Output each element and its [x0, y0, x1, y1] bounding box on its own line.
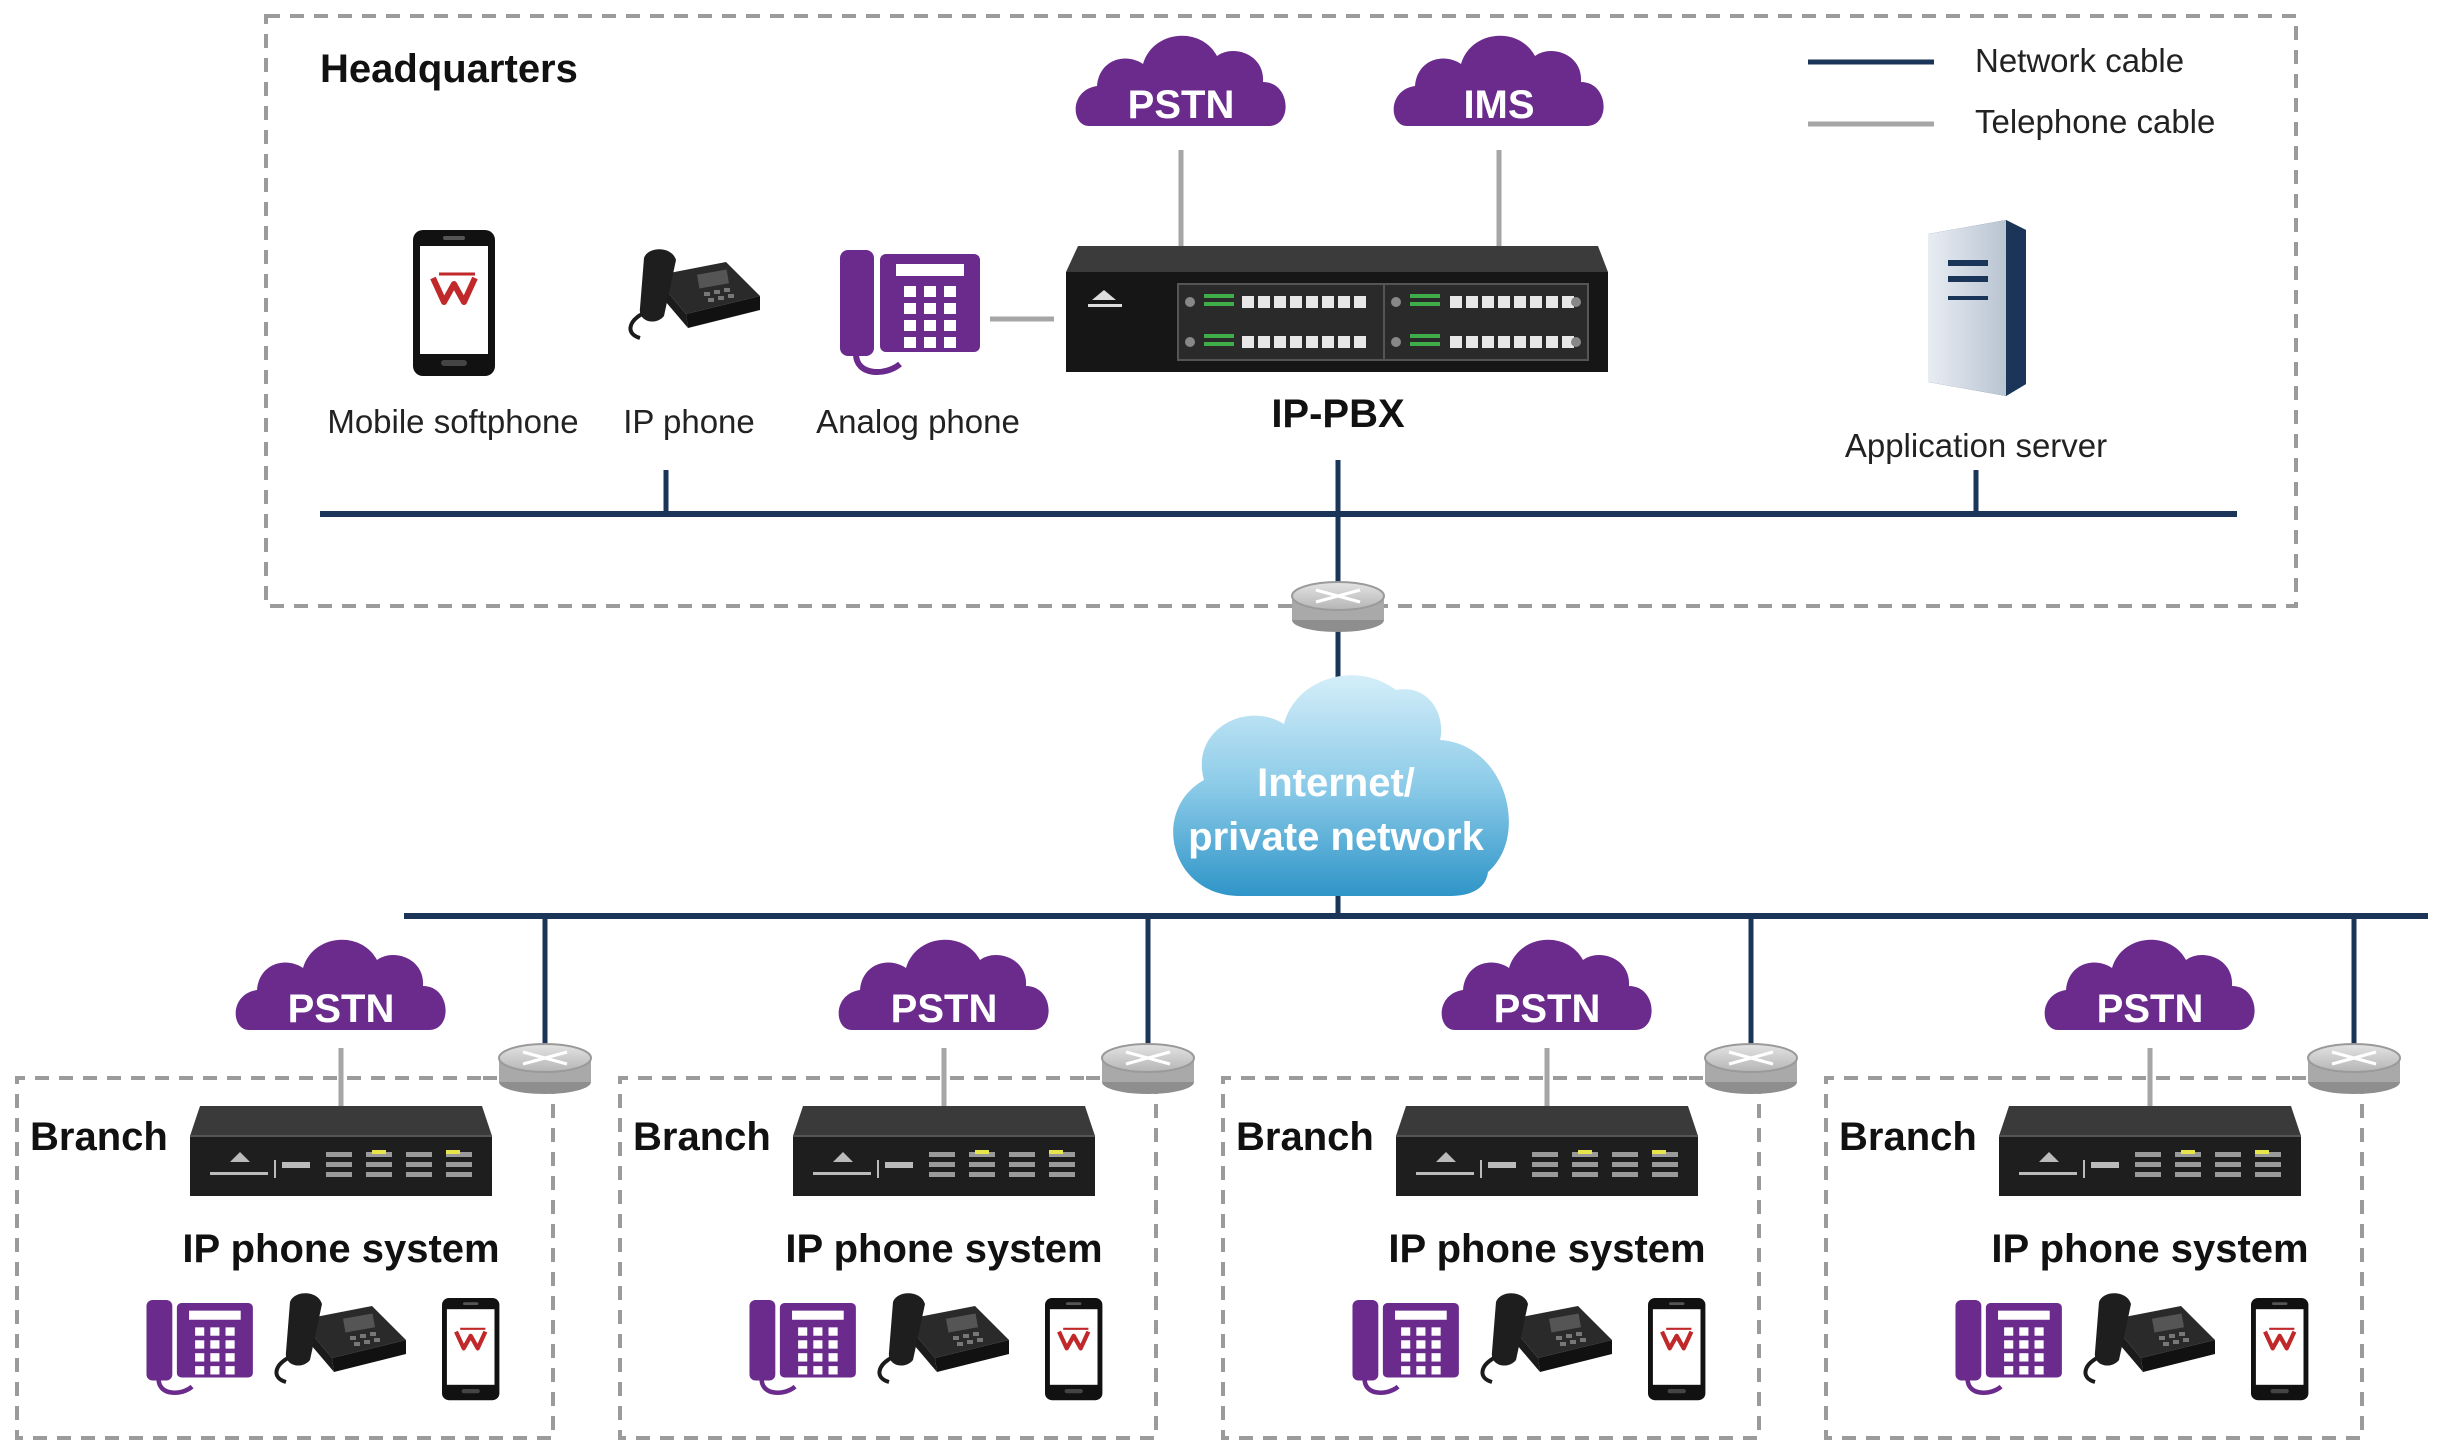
application-server-icon	[1928, 220, 2026, 396]
branch-pstn-cloud: PSTN	[1441, 939, 1652, 1031]
legend-telephone-label: Telephone cable	[1975, 103, 2215, 140]
branch-analog-phone-icon	[1955, 1300, 2061, 1393]
branch-3: PSTN Branch IP phone system	[1221, 916, 1799, 1440]
branch-pstn-label: PSTN	[1494, 987, 1601, 1031]
branch-system-label: IP phone system	[182, 1227, 499, 1271]
ims-cloud-label: IMS	[1463, 83, 1534, 127]
ip-phone-icon	[628, 247, 762, 340]
branch-4: PSTN Branch IP phone system	[1824, 916, 2402, 1440]
branch-gateway-device	[1395, 1105, 1699, 1197]
branch-ip-phone-icon	[274, 1291, 408, 1384]
branch-ip-phone-icon	[877, 1291, 1011, 1384]
pstn-cloud-label: PSTN	[1128, 83, 1235, 127]
branch-mobile-icon	[2251, 1298, 2308, 1400]
mobile-softphone-label: Mobile softphone	[327, 403, 578, 440]
branch-pstn-label: PSTN	[288, 987, 395, 1031]
branch-gateway-device	[1998, 1105, 2302, 1197]
ip-pbx-device	[1066, 246, 1608, 372]
ip-phone-label: IP phone	[623, 403, 755, 440]
internet-cloud: Internet/ private network	[1173, 675, 1509, 896]
branch-ip-phone-icon	[1480, 1291, 1614, 1384]
headquarters-boundary	[264, 14, 2298, 608]
branch-analog-phone-icon	[146, 1300, 252, 1393]
branch-system-label: IP phone system	[1991, 1227, 2308, 1271]
legend-network-label: Network cable	[1975, 42, 2184, 79]
branch-title: Branch	[1839, 1115, 1977, 1159]
branch-router-icon	[2306, 1042, 2402, 1096]
branch-2: PSTN Branch IP phone system	[618, 916, 1196, 1440]
analog-phone-icon	[840, 250, 980, 372]
branch-analog-phone-icon	[749, 1300, 855, 1393]
branch-pstn-label: PSTN	[2097, 987, 2204, 1031]
ip-pbx-label: IP-PBX	[1271, 392, 1405, 436]
mobile-softphone	[413, 230, 495, 376]
branch-pstn-cloud: PSTN	[838, 939, 1049, 1031]
branch-mobile-icon	[1045, 1298, 1102, 1400]
branch-system-label: IP phone system	[1388, 1227, 1705, 1271]
application-server-label: Application server	[1845, 427, 2107, 464]
internet-cloud-line1: Internet/	[1257, 761, 1415, 805]
branch-pstn-cloud: PSTN	[2044, 939, 2255, 1031]
hq-router-icon	[1290, 580, 1386, 634]
headquarters-title: Headquarters	[320, 47, 578, 91]
branch-ip-phone-icon	[2083, 1291, 2217, 1384]
branch-title: Branch	[30, 1115, 168, 1159]
branch-mobile-icon	[442, 1298, 499, 1400]
branch-mobile-icon	[1648, 1298, 1705, 1400]
branch-1: PSTN Branch IP phone system	[15, 916, 593, 1440]
branch-gateway-device	[189, 1105, 493, 1197]
pstn-cloud-hq: PSTN	[1075, 35, 1286, 127]
analog-phone-label: Analog phone	[816, 403, 1020, 440]
branch-system-label: IP phone system	[785, 1227, 1102, 1271]
branch-pstn-label: PSTN	[891, 987, 998, 1031]
branch-title: Branch	[1236, 1115, 1374, 1159]
branch-router-icon	[497, 1042, 593, 1096]
ims-cloud: IMS	[1393, 35, 1604, 127]
branch-gateway-device	[792, 1105, 1096, 1197]
branch-router-icon	[1703, 1042, 1799, 1096]
legend: Network cable Telephone cable	[1808, 42, 2215, 140]
branch-analog-phone-icon	[1352, 1300, 1458, 1393]
branch-router-icon	[1100, 1042, 1196, 1096]
internet-cloud-line2: private network	[1188, 815, 1484, 859]
branch-title: Branch	[633, 1115, 771, 1159]
branch-pstn-cloud: PSTN	[235, 939, 446, 1031]
